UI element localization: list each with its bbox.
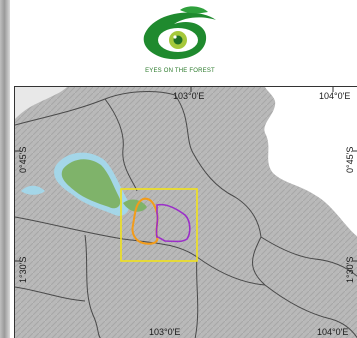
left-edge-strip bbox=[0, 0, 10, 338]
concession-boundary-purple bbox=[155, 203, 191, 243]
administrative-boundaries bbox=[15, 91, 357, 338]
water-body-small bbox=[21, 185, 45, 195]
coast-area bbox=[15, 87, 67, 119]
lon-label-bottom-1: 103°0'E bbox=[149, 327, 181, 337]
lat-label-right-1: 0°45'S bbox=[345, 146, 355, 173]
terrain-map bbox=[15, 87, 357, 338]
map-view[interactable]: 103°0'E 104°0'E 103°0'E 104°0'E 0°45'S 1… bbox=[14, 86, 357, 338]
sea-area bbox=[264, 87, 357, 237]
forest-cover bbox=[61, 159, 121, 209]
lon-label-top-1: 103°0'E bbox=[173, 91, 205, 101]
eye-leaf-logo-icon bbox=[143, 6, 216, 60]
lon-label-bottom-2: 104°0'E bbox=[317, 327, 349, 337]
forest-cover-small bbox=[123, 199, 147, 212]
logo-caption: EYES ON THE FOREST bbox=[145, 68, 215, 74]
graticule-ticks bbox=[15, 87, 357, 262]
lat-label-left-1: 0°45'S bbox=[18, 146, 28, 173]
eyes-on-the-forest-logo: EYES ON THE FOREST bbox=[134, 2, 226, 82]
lat-label-right-2: 1°30'S bbox=[345, 256, 355, 283]
lat-label-left-2: 1°30'S bbox=[18, 256, 28, 283]
lon-label-top-2: 104°0'E bbox=[319, 91, 351, 101]
study-area-box bbox=[120, 188, 198, 262]
